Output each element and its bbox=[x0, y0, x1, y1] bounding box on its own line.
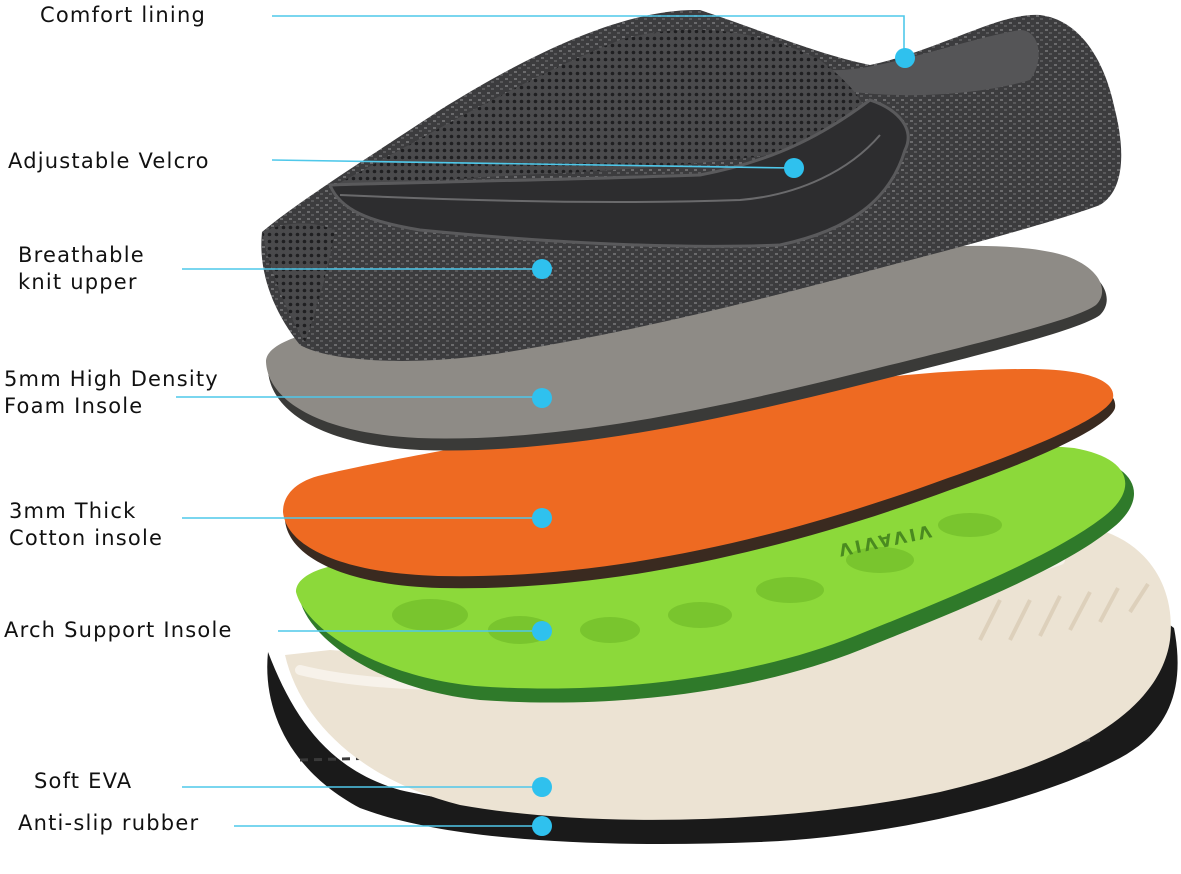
velcro-strap bbox=[327, 98, 910, 248]
label-foam-insole: 5mm High Density Foam Insole bbox=[4, 367, 219, 418]
label-adjustable-velcro: Adjustable Velcro bbox=[8, 149, 210, 173]
callout-dots bbox=[532, 48, 915, 836]
eva-sidewall-texture bbox=[978, 582, 1150, 641]
dot-cotton-insole bbox=[532, 508, 552, 528]
leader-adjustable-velcro bbox=[271, 159, 794, 169]
dot-comfort-lining bbox=[895, 48, 915, 68]
foam-insole-top bbox=[266, 245, 1103, 439]
label-anti-slip-rubber: Anti-slip rubber bbox=[18, 811, 200, 835]
dot-anti-slip-rubber bbox=[532, 816, 552, 836]
leader-lines bbox=[176, 15, 905, 827]
label-comfort-lining: Comfort lining bbox=[40, 3, 207, 27]
label-soft-eva: Soft EVA bbox=[34, 769, 133, 793]
label-arch-insole: Arch Support Insole bbox=[4, 618, 233, 642]
dot-adjustable-velcro bbox=[784, 158, 804, 178]
upper-toe-mesh bbox=[262, 223, 335, 342]
cotton-insole-top bbox=[283, 369, 1114, 577]
mesh-vamp bbox=[330, 29, 868, 188]
label-cotton-insole: 3mm Thick Cotton insole bbox=[9, 499, 164, 550]
dot-soft-eva bbox=[532, 777, 552, 797]
dot-knit-upper bbox=[532, 259, 552, 279]
velcro-strap-edge bbox=[339, 134, 881, 204]
leader-comfort-lining bbox=[272, 15, 905, 56]
dot-foam-insole bbox=[532, 388, 552, 408]
dot-arch-insole bbox=[532, 621, 552, 641]
label-knit-upper: Breathable knit upper bbox=[18, 243, 145, 294]
comfort-lining-opening bbox=[830, 30, 1039, 96]
